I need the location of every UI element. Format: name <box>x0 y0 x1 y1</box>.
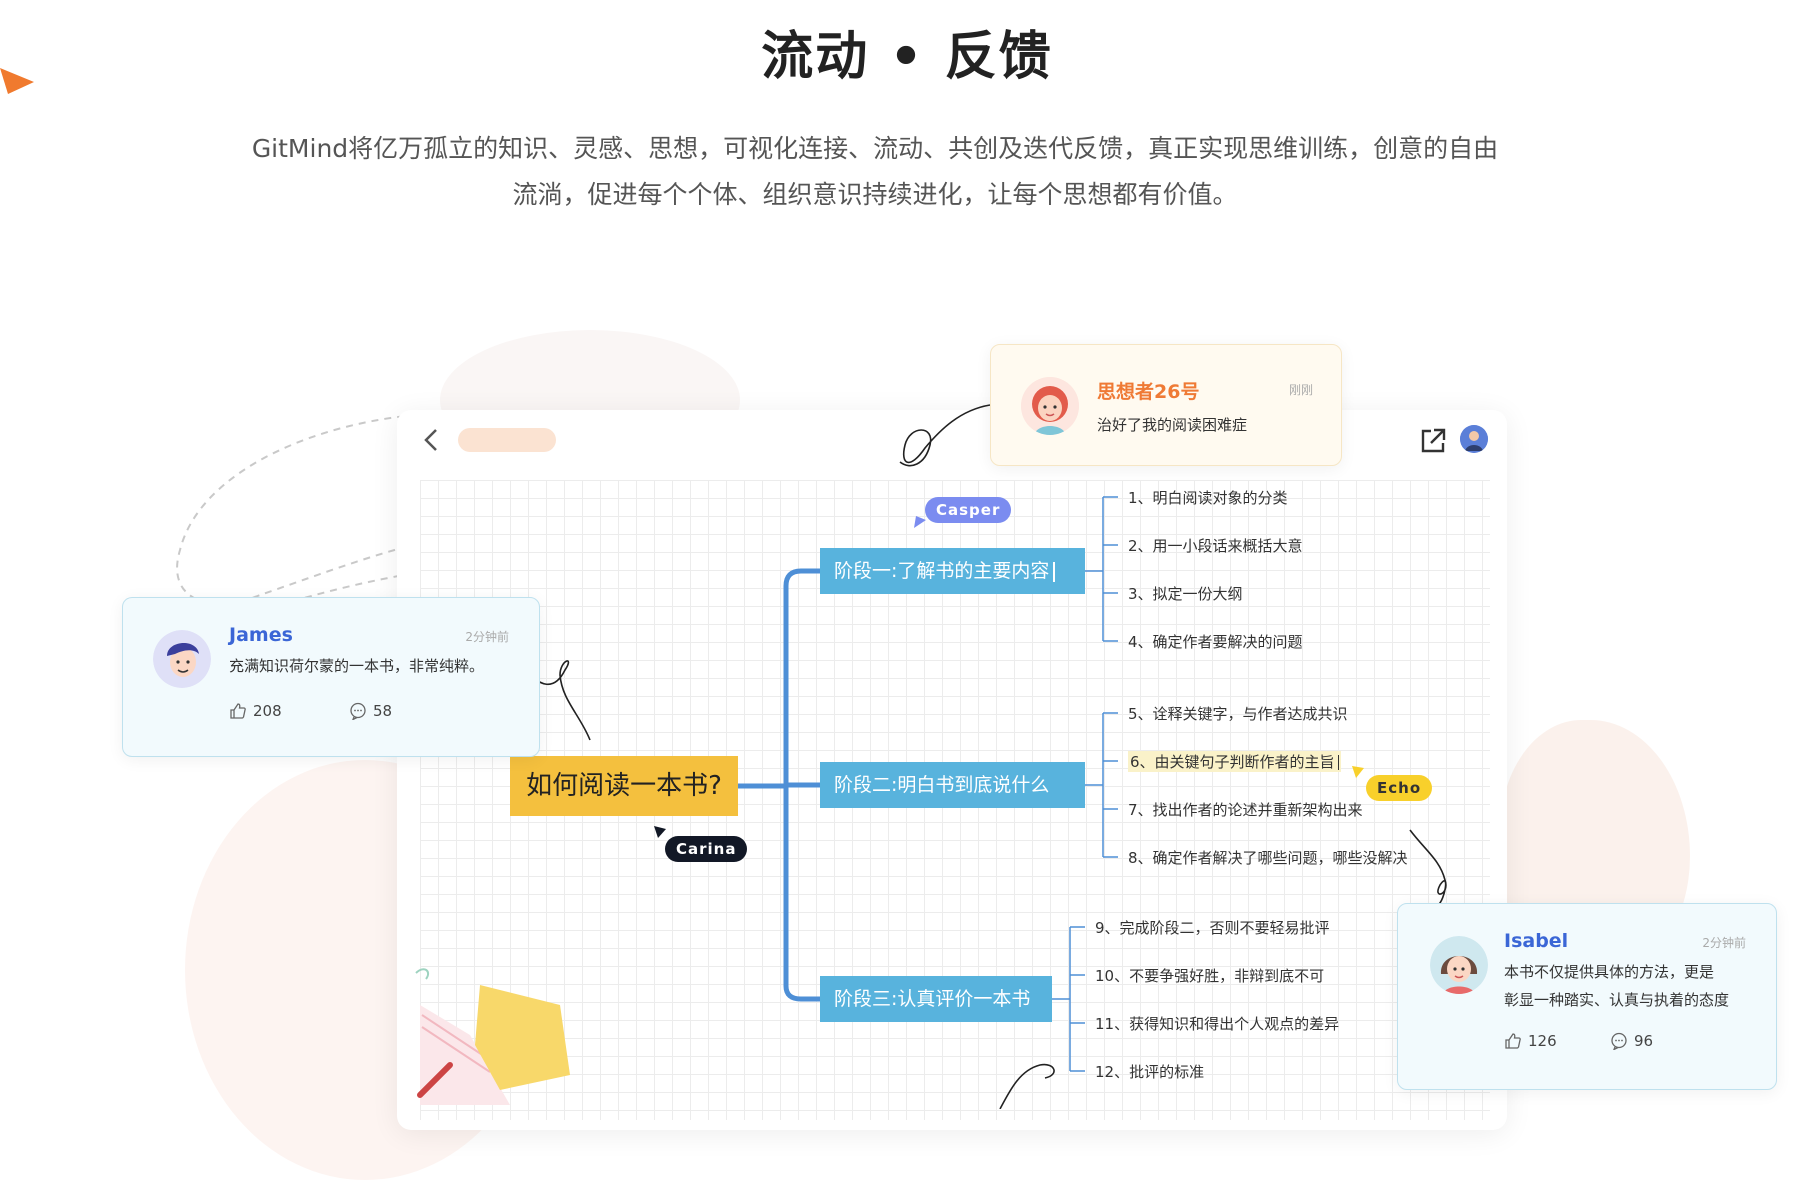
leaf-node[interactable]: 12、批评的标准 <box>1095 1063 1205 1081</box>
section-description: GitMind将亿万孤立的知识、灵感、思想，可视化连接、流动、共创及迭代反馈，真… <box>220 126 1530 218</box>
leaf-node[interactable]: 3、拟定一份大纲 <box>1128 585 1243 603</box>
avatar <box>1430 936 1488 994</box>
back-arrow-icon <box>424 429 437 451</box>
sticky-note-decoration <box>415 968 570 1105</box>
stage-node-1[interactable]: 阶段一:了解书的主要内容 <box>820 548 1085 594</box>
commenter-name: 思想者26号 <box>1097 381 1200 403</box>
comment-time: 刚刚 <box>1288 383 1313 397</box>
share-button[interactable] <box>1418 426 1448 456</box>
pointer-cursor-icon <box>654 826 666 838</box>
comment-card-top: 思想者26号 刚刚 治好了我的阅读困难症 <box>990 344 1342 466</box>
leaf-node[interactable]: 11、获得知识和得出个人观点的差异 <box>1095 1015 1340 1033</box>
like-count: 208 <box>253 702 282 720</box>
user-avatar-icon <box>1460 425 1488 453</box>
like-button[interactable]: 208 <box>229 702 282 720</box>
pointer-cursor-icon <box>914 516 926 528</box>
avatar <box>1021 377 1079 435</box>
cursor-tag-echo: Echo <box>1366 775 1433 801</box>
stage-node-2[interactable]: 阶段二:明白书到底说什么 <box>820 762 1085 808</box>
leaf-node[interactable]: 5、诠释关键字，与作者达成共识 <box>1128 705 1348 723</box>
leaf-node[interactable]: 10、不要争强好胜，非辩到底不可 <box>1095 967 1325 985</box>
stage-node-3[interactable]: 阶段三:认真评价一本书 <box>820 976 1052 1022</box>
man-avatar-icon <box>153 630 211 688</box>
cursor-tag-casper: Casper <box>925 497 1012 523</box>
stage-label: 阶段一:了解书的主要内容 <box>834 560 1050 582</box>
reply-count: 58 <box>373 702 393 720</box>
comment-text: 充满知识荷尔蒙的一本书，非常纯粹。 <box>229 657 485 675</box>
leaf-node[interactable]: 4、确定作者要解决的问题 <box>1128 633 1303 651</box>
cursor-tag-carina: Carina <box>665 836 748 862</box>
comment-time: 2分钟前 <box>465 630 509 644</box>
reply-button[interactable]: 96 <box>1610 1032 1653 1050</box>
leaf-node[interactable]: 2、用一小段话来概括大意 <box>1128 537 1303 555</box>
like-count: 126 <box>1528 1032 1557 1050</box>
user-avatar[interactable] <box>1460 425 1488 453</box>
leaf-node[interactable]: 1、明白阅读对象的分类 <box>1128 489 1288 507</box>
commenter-name: James <box>229 624 293 646</box>
comment-text-line: 彰显一种踏实、认真与执着的态度 <box>1504 991 1730 1009</box>
comment-text-line: 本书不仅提供具体的方法，更是 <box>1504 963 1715 981</box>
leaf-node-highlighted[interactable]: 6、由关键句子判断作者的主旨 <box>1128 751 1341 772</box>
root-node[interactable]: 如何阅读一本书? <box>510 756 738 816</box>
comment-text: 治好了我的阅读困难症 <box>1097 416 1248 434</box>
section-title: 流动 • 反馈 <box>761 27 1053 87</box>
comment-bubble-icon <box>1611 1032 1627 1050</box>
comment-bubble-icon <box>350 702 366 720</box>
leaf-node[interactable]: 7、找出作者的论述并重新架构出来 <box>1128 801 1363 819</box>
orange-arrow-icon <box>0 68 34 94</box>
document-title-placeholder <box>458 428 556 452</box>
woman-avatar-icon <box>1430 936 1488 994</box>
mindmap-connectors <box>521 404 1447 1109</box>
share-external-icon <box>1421 428 1446 453</box>
text-cursor <box>1053 561 1056 582</box>
like-thumb-icon <box>230 703 246 719</box>
pointer-cursor-icon <box>1352 766 1364 778</box>
reply-count: 96 <box>1634 1032 1654 1050</box>
leaf-label: 6、由关键句子判断作者的主旨 <box>1130 753 1335 771</box>
like-button[interactable]: 126 <box>1504 1032 1557 1050</box>
description-line-2: 流淌，促进每个个体、组织意识持续进化，让每个思想都有价值。 <box>512 180 1238 209</box>
description-line-1: GitMind将亿万孤立的知识、灵感、思想，可视化连接、流动、共创及迭代反馈，真… <box>251 134 1499 163</box>
leaf-node[interactable]: 9、完成阶段二，否则不要轻易批评 <box>1095 919 1330 937</box>
woman-avatar-icon <box>1021 377 1079 435</box>
like-thumb-icon <box>1505 1033 1521 1049</box>
commenter-name: Isabel <box>1504 930 1569 952</box>
comment-time: 2分钟前 <box>1702 936 1746 950</box>
reply-button[interactable]: 58 <box>349 702 392 720</box>
leaf-node[interactable]: 8、确定作者解决了哪些问题，哪些没解决 <box>1128 849 1408 867</box>
back-button[interactable] <box>416 425 446 455</box>
comment-text: 本书不仅提供具体的方法，更是 彰显一种踏实、认真与执着的态度 <box>1504 958 1729 1014</box>
comment-card-isabel: Isabel 2分钟前 本书不仅提供具体的方法，更是 彰显一种踏实、认真与执着的… <box>1397 903 1777 1090</box>
text-cursor <box>1337 755 1339 770</box>
avatar <box>153 630 211 688</box>
comment-card-james: James 2分钟前 充满知识荷尔蒙的一本书，非常纯粹。 208 58 <box>122 597 540 757</box>
